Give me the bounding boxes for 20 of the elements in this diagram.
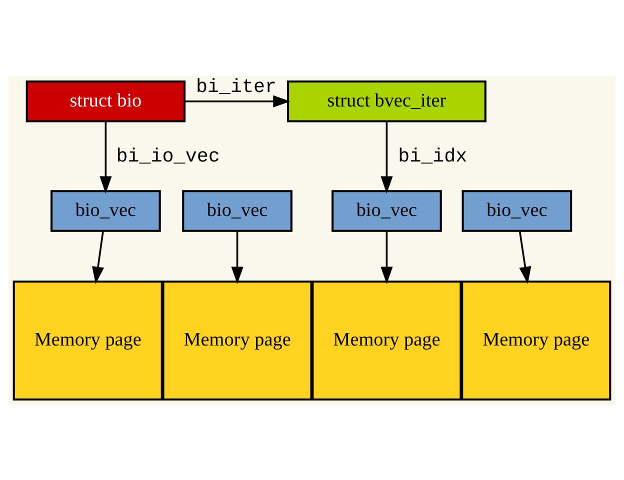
node-box: bio_vec <box>182 190 292 232</box>
node-box: Memory page <box>12 280 163 400</box>
arrow <box>380 230 393 284</box>
edge-label: bi_iter <box>196 76 277 98</box>
node-box: struct bvec_iter <box>286 80 486 122</box>
arrow <box>518 230 532 284</box>
edge-label: bi_idx <box>398 144 468 167</box>
arrow <box>231 230 244 284</box>
node-box: Memory page <box>461 280 612 400</box>
arrow <box>184 94 290 107</box>
node-box: struct bio <box>26 80 186 122</box>
node-box: bio_vec <box>462 190 572 232</box>
node-box: Memory page <box>312 280 462 400</box>
arrow <box>92 230 104 284</box>
edge-label: bi_io_vec <box>116 144 220 167</box>
node-box: bio_vec <box>332 190 442 232</box>
node-box: Memory page <box>162 280 312 400</box>
node-box: bio_vec <box>50 190 161 232</box>
arrow <box>100 120 112 194</box>
arrow <box>380 120 393 194</box>
